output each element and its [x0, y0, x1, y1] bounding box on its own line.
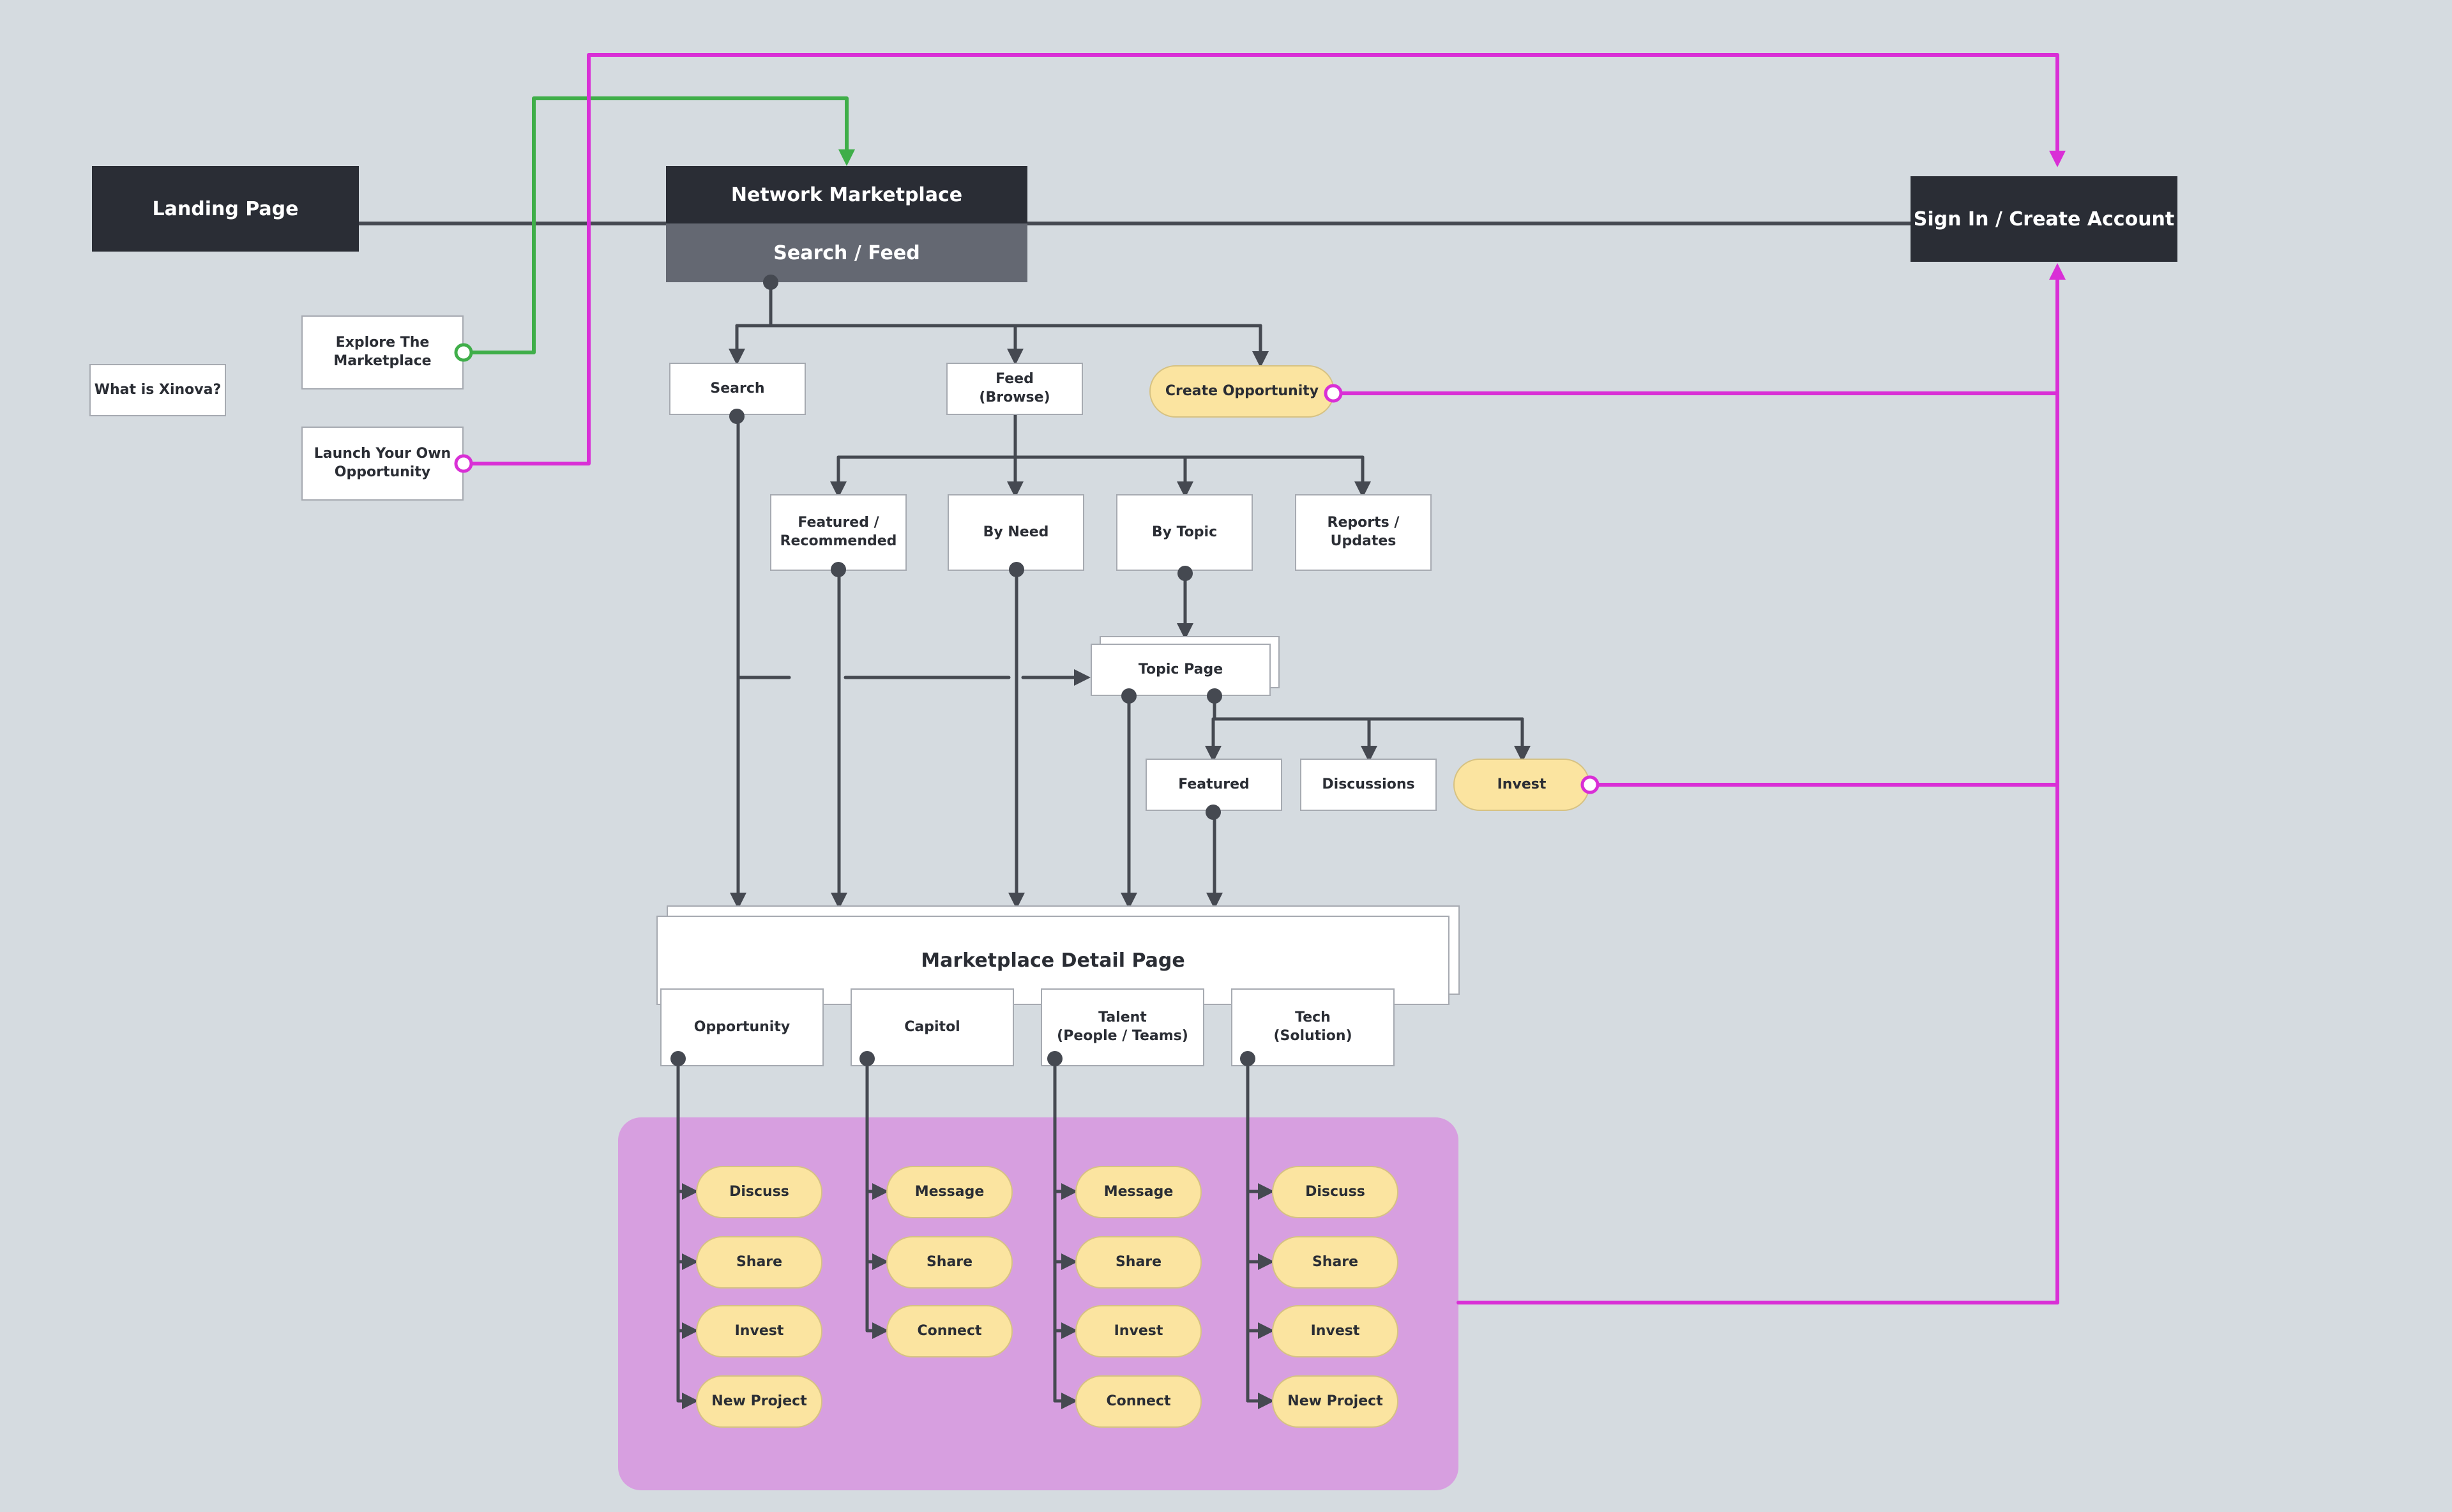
search-feed-node[interactable]: Search / Feed: [666, 223, 1027, 282]
what-is-xinova-node[interactable]: What is Xinova?: [89, 364, 226, 416]
reports-updates-node[interactable]: Reports / Updates: [1295, 494, 1432, 571]
tech-branch-arrow-3: [1258, 1393, 1275, 1409]
featured-node[interactable]: Featured: [1146, 759, 1282, 811]
tech-branch-arrow-2: [1258, 1322, 1275, 1339]
talent-dot: [1047, 1051, 1063, 1066]
tech-new-project-pill[interactable]: New Project: [1272, 1375, 1398, 1428]
topic-to-discussions-arrow: [1361, 746, 1377, 762]
launch-to-signin-arrow: [2049, 151, 2066, 167]
opportunity-dot: [670, 1051, 686, 1066]
explore-ring: [454, 343, 473, 362]
talent-branch-arrow-3: [1061, 1393, 1078, 1409]
topic-right-dot: [1207, 688, 1222, 704]
opportunity-node[interactable]: Opportunity: [660, 988, 824, 1066]
tech-dot: [1240, 1051, 1255, 1066]
talent-branch-arrow-2: [1061, 1322, 1078, 1339]
feed-browse-node[interactable]: Feed (Browse): [946, 363, 1083, 415]
to-create-arrow: [1252, 351, 1269, 368]
search-to-topic-arrow: [1074, 669, 1091, 686]
topic-left-dot: [1121, 688, 1137, 704]
tech-node[interactable]: Tech (Solution): [1231, 988, 1395, 1066]
featured-to-detail-arrow: [1206, 893, 1223, 909]
featured-dot: [1206, 805, 1221, 820]
opportunity-invest-pill[interactable]: Invest: [696, 1305, 822, 1357]
launch-to-signin-link: [462, 53, 2059, 465]
capitol-dot: [859, 1051, 875, 1066]
topic-to-invest-arrow: [1514, 746, 1531, 762]
talent-node[interactable]: Talent (People / Teams): [1041, 988, 1204, 1066]
feed-child-arrow-0: [830, 481, 847, 498]
launch-opportunity-node[interactable]: Launch Your Own Opportunity: [301, 427, 464, 501]
launch-ring: [454, 454, 473, 473]
network-marketplace-node[interactable]: Network Marketplace: [666, 166, 1027, 223]
explore-to-network-arrow: [838, 149, 855, 166]
opportunity-new-project-pill[interactable]: New Project: [696, 1375, 822, 1428]
tech-invest-pill[interactable]: Invest: [1272, 1305, 1398, 1357]
discussions-node[interactable]: Discussions: [1300, 759, 1437, 811]
to-feed-arrow: [1007, 349, 1024, 365]
opportunity-branch-arrow-0: [682, 1183, 699, 1200]
topic-to-detail-arrow: [1121, 893, 1137, 909]
talent-branch-arrow-1: [1061, 1253, 1078, 1270]
topic-page-node[interactable]: Topic Page: [1091, 644, 1271, 696]
tech-branch-arrow-0: [1258, 1183, 1275, 1200]
topic-to-featured-arrow: [1205, 746, 1222, 762]
invest-ring: [1580, 775, 1600, 794]
talent-connect-pill[interactable]: Connect: [1075, 1375, 1202, 1428]
featured-rec-dot: [831, 562, 846, 577]
capitol-node[interactable]: Capitol: [851, 988, 1014, 1066]
search-node[interactable]: Search: [669, 363, 806, 415]
tech-discuss-pill[interactable]: Discuss: [1272, 1166, 1398, 1218]
search-dot: [729, 409, 745, 424]
talent-branch-arrow-0: [1061, 1183, 1078, 1200]
opportunity-share-pill[interactable]: Share: [696, 1236, 822, 1289]
opportunity-branch-arrow-2: [682, 1322, 699, 1339]
talent-share-pill[interactable]: Share: [1075, 1236, 1202, 1289]
feed-child-arrow-2: [1177, 481, 1193, 498]
opportunity-branch-arrow-1: [682, 1253, 699, 1270]
create-opportunity-pill[interactable]: Create Opportunity: [1149, 365, 1335, 418]
feed-child-arrow-3: [1354, 481, 1371, 498]
by-topic-dot: [1177, 566, 1193, 581]
topic-to-page-arrow: [1177, 623, 1193, 640]
signin-node[interactable]: Sign In / Create Account: [1911, 176, 2177, 262]
create-ring: [1324, 384, 1343, 403]
featured-rec-to-detail-arrow: [831, 893, 847, 909]
featured-recommended-node[interactable]: Featured / Recommended: [770, 494, 907, 571]
explore-marketplace-node[interactable]: Explore The Marketplace: [301, 315, 464, 389]
talent-invest-pill[interactable]: Invest: [1075, 1305, 1202, 1357]
capitol-branch-arrow-2: [872, 1322, 889, 1339]
talent-message-pill[interactable]: Message: [1075, 1166, 1202, 1218]
capitol-branch-arrow-0: [872, 1183, 889, 1200]
by-topic-node[interactable]: By Topic: [1116, 494, 1253, 571]
landing-page-node[interactable]: Landing Page: [92, 166, 359, 252]
capitol-branch-arrow-1: [872, 1253, 889, 1270]
search-to-detail-arrow: [730, 893, 746, 909]
capitol-share-pill[interactable]: Share: [886, 1236, 1013, 1289]
by-need-node[interactable]: By Need: [948, 494, 1084, 571]
search-feed-dot: [763, 275, 778, 290]
to-search-arrow: [729, 349, 745, 365]
by-need-to-detail-arrow: [1008, 893, 1025, 909]
tech-branch-arrow-1: [1258, 1253, 1275, 1270]
capitol-connect-pill[interactable]: Connect: [886, 1305, 1013, 1357]
signin-collector-arrow: [2049, 263, 2066, 280]
feed-child-arrow-1: [1007, 481, 1024, 498]
explore-to-network-link: [462, 96, 849, 354]
capitol-message-pill[interactable]: Message: [886, 1166, 1013, 1218]
opportunity-branch-arrow-3: [682, 1393, 699, 1409]
tech-share-pill[interactable]: Share: [1272, 1236, 1398, 1289]
opportunity-discuss-pill[interactable]: Discuss: [696, 1166, 822, 1218]
invest-pill[interactable]: Invest: [1453, 759, 1590, 811]
by-need-dot: [1009, 562, 1024, 577]
